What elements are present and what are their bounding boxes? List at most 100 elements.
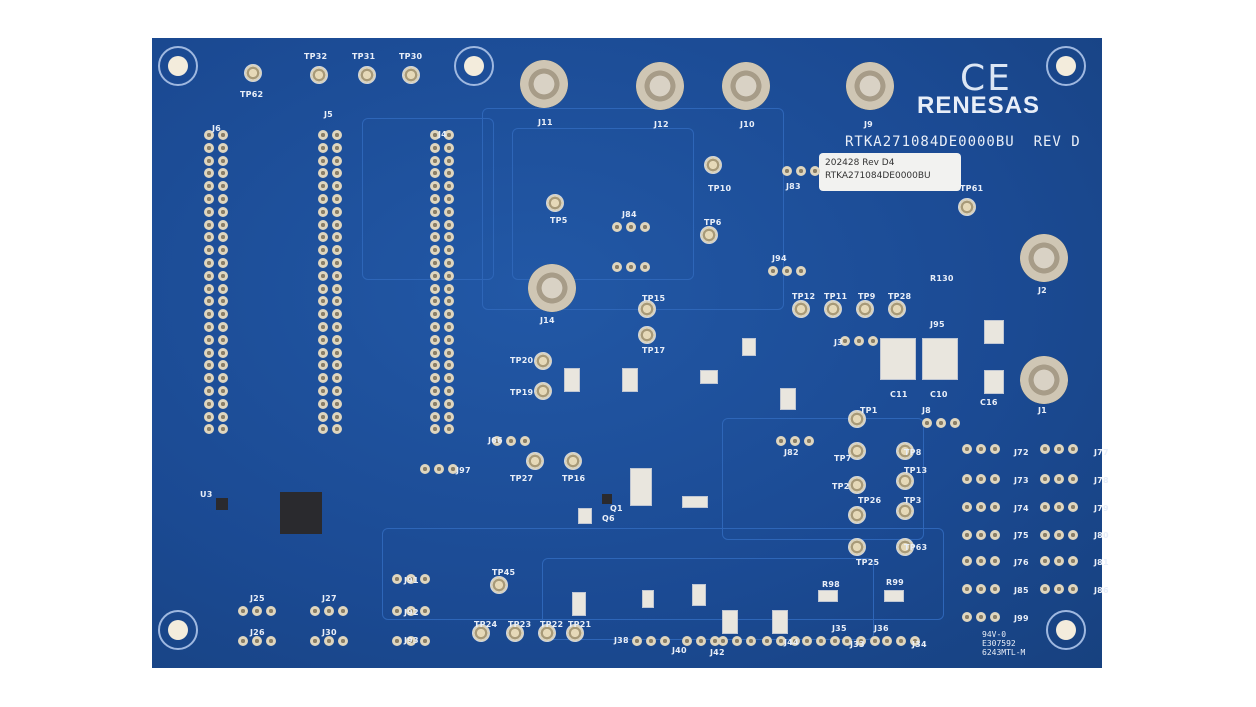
pin <box>338 636 348 646</box>
silkscreen-label-j14: J14 <box>540 316 555 325</box>
silkscreen-label-tp5: TP5 <box>550 216 568 225</box>
mounting-hole <box>1046 46 1086 86</box>
pin <box>732 636 742 646</box>
header-pin <box>218 155 228 166</box>
header-pin <box>204 347 214 358</box>
header-pin <box>318 411 328 422</box>
pin <box>1040 444 1050 454</box>
header-pin <box>444 296 454 307</box>
pin <box>626 262 636 272</box>
smd-component <box>780 388 796 410</box>
silkscreen-label-tp30: TP30 <box>399 52 423 61</box>
header-pin <box>204 168 214 179</box>
header-pin <box>332 130 342 140</box>
pin <box>950 418 960 428</box>
pin <box>1054 556 1064 566</box>
header-pin <box>444 373 454 384</box>
ul-line-1: 94V-0 <box>982 630 1007 639</box>
pin <box>922 418 932 428</box>
header-pin <box>218 194 228 204</box>
header-pin <box>204 322 214 332</box>
pin <box>804 436 814 446</box>
smd-component <box>564 368 580 392</box>
header-pin <box>332 360 342 371</box>
pin <box>420 606 430 616</box>
pin <box>324 636 334 646</box>
header-pin <box>318 386 328 396</box>
header-pin <box>332 155 342 166</box>
pin <box>1040 584 1050 594</box>
silkscreen-label-j44: J44 <box>784 638 799 647</box>
pin <box>392 636 402 646</box>
silkscreen-label-tp11: TP11 <box>824 292 848 301</box>
silkscreen-label-j97: J97 <box>456 466 471 475</box>
header-pin <box>218 219 228 230</box>
header-pin <box>218 347 228 358</box>
silkscreen-label-tp32: TP32 <box>304 52 328 61</box>
header-pin <box>430 219 440 230</box>
header-pin <box>218 373 228 384</box>
silkscreen-label-j79: J79 <box>1094 504 1109 513</box>
silkscreen-label-tp24: TP24 <box>474 620 498 629</box>
header-pin <box>318 219 328 230</box>
header-pin <box>444 283 454 294</box>
pin <box>910 636 920 646</box>
pin <box>776 636 786 646</box>
transistor-q6 <box>602 494 612 504</box>
smd-component <box>622 368 638 392</box>
header-pin <box>332 322 342 332</box>
header-pin <box>204 296 214 307</box>
pin <box>990 584 1000 594</box>
silkscreen-label-j2: J2 <box>1038 286 1047 295</box>
smd-component <box>642 590 654 608</box>
pin <box>252 636 262 646</box>
silkscreen-label-j5: J5 <box>324 110 333 119</box>
binding-post <box>722 62 770 110</box>
header-pin <box>218 411 228 422</box>
header-pin <box>318 232 328 243</box>
binding-post <box>1020 234 1068 282</box>
pin <box>816 636 826 646</box>
pin <box>840 336 850 346</box>
pin <box>406 636 416 646</box>
mounting-hole <box>158 610 198 650</box>
silkscreen-label-tp3: TP3 <box>904 496 922 505</box>
silkscreen-label-tp19: TP19 <box>510 388 534 397</box>
silkscreen-label-j30: J30 <box>322 628 337 637</box>
header-pin <box>204 386 214 396</box>
header-pin <box>218 245 228 256</box>
pin <box>1040 474 1050 484</box>
pin <box>790 636 800 646</box>
header-pin <box>204 130 214 140</box>
header-pin <box>204 181 214 192</box>
pin <box>990 530 1000 540</box>
silkscreen-label-j83: J83 <box>786 182 801 191</box>
pin <box>646 636 656 646</box>
silkscreen-label-j34: J34 <box>912 640 927 649</box>
header-pin <box>332 373 342 384</box>
copper-trace <box>722 418 924 540</box>
pin <box>762 636 772 646</box>
silkscreen-label-j81: J81 <box>1094 558 1109 567</box>
header-pin <box>218 258 228 268</box>
header-pin <box>430 334 440 345</box>
label-sticker: 202428 Rev D4 RTKA271084DE0000BU <box>819 153 961 191</box>
pin <box>1040 502 1050 512</box>
pin <box>1068 444 1078 454</box>
header-pin <box>430 386 440 396</box>
test-point <box>506 624 524 642</box>
silkscreen-label-j42: J42 <box>710 648 725 657</box>
silkscreen-label-q1: Q1 <box>610 504 623 513</box>
header-pin <box>318 155 328 166</box>
smd-component <box>884 590 904 602</box>
silkscreen-label-j99: J99 <box>1014 614 1029 623</box>
silkscreen-label-j77: J77 <box>1094 448 1109 457</box>
header-pin <box>318 258 328 268</box>
binding-post <box>1020 356 1068 404</box>
silkscreen-label-tp9: TP9 <box>858 292 876 301</box>
pin <box>640 222 650 232</box>
pin <box>392 606 402 616</box>
header-pin <box>430 424 440 435</box>
header-pin <box>332 386 342 396</box>
header-pin <box>318 398 328 409</box>
